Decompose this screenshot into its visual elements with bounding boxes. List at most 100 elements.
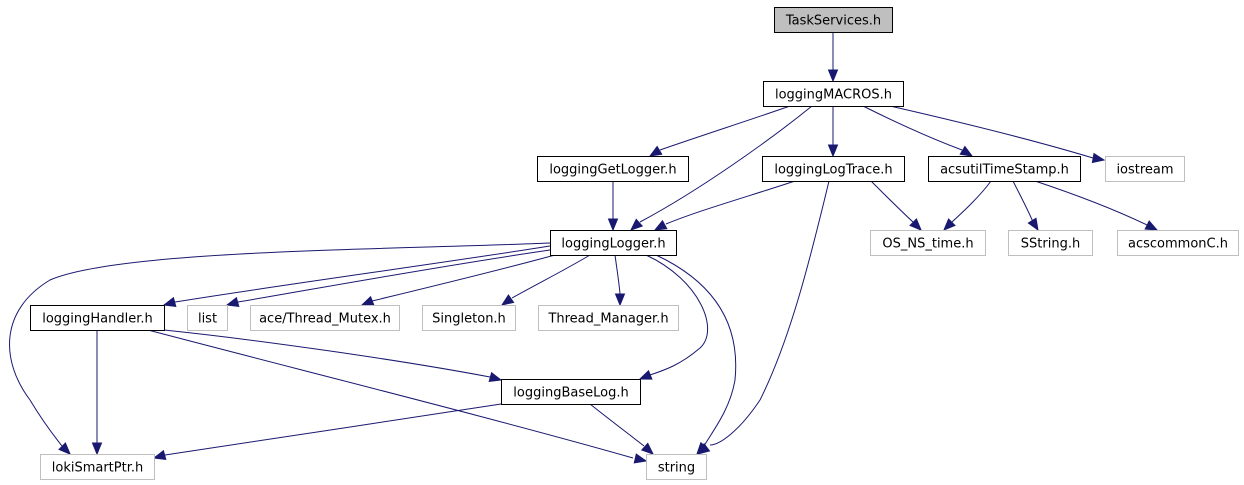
node-Thread_Manager: Thread_Manager.h: [538, 305, 679, 331]
node-label: loggingHandler.h: [42, 312, 153, 327]
edge-loggingLogger-to-loggingHandler: [162, 245, 551, 308]
edge-line: [709, 180, 830, 446]
edge-line: [511, 254, 591, 299]
edge-loggingLogger-to-Thread_Manager: [614, 254, 626, 307]
arrowhead-icon: [827, 144, 839, 158]
edge-line: [147, 329, 634, 459]
node-box: [538, 305, 679, 331]
node-label: acscommonC.h: [1128, 237, 1228, 252]
node-lokiSmartPtr: lokiSmartPtr.h: [40, 454, 155, 480]
edge-line: [889, 105, 1094, 159]
edge-loggingLogTrace-to-string: [696, 180, 830, 455]
edge-line: [237, 249, 551, 303]
node-box: [250, 305, 400, 331]
arrowhead-icon: [614, 293, 626, 307]
edge-TaskServices-to-loggingMACROS: [827, 32, 839, 83]
edge-line: [659, 105, 791, 151]
edge-line: [164, 403, 502, 456]
edge-loggingBaseLog-to-string: [589, 403, 654, 455]
node-string: string: [646, 454, 707, 480]
node-box[interactable]: [763, 81, 904, 107]
node-OS_NS_time: OS_NS_time.h: [870, 230, 986, 256]
node-box[interactable]: [537, 156, 689, 182]
edge-loggingLogger-to-Thread_Mutex: [360, 254, 556, 306]
edge-loggingMACROS-to-loggingLogTrace: [827, 106, 839, 158]
arrowhead-icon: [909, 218, 922, 231]
arrowhead-icon: [152, 449, 167, 461]
node-label: loggingLogger.h: [561, 237, 665, 252]
edge-loggingLogger-to-Singleton: [500, 254, 591, 306]
node-box[interactable]: [501, 379, 641, 405]
node-box: [1008, 230, 1093, 256]
edge-loggingGetLogger-to-loggingLogger: [607, 181, 619, 232]
node-box: [40, 454, 155, 480]
node-loggingMACROS[interactable]: loggingMACROS.h: [763, 81, 904, 107]
edge-loggingLogTrace-to-loggingLogger: [653, 180, 796, 231]
arrowhead-icon: [640, 442, 654, 455]
edge-line: [951, 180, 992, 223]
edge-acsutilTimeStamp-to-SString: [1012, 180, 1039, 232]
node-label: loggingGetLogger.h: [549, 163, 676, 178]
node-box[interactable]: [550, 230, 677, 256]
arrowhead-icon: [648, 145, 663, 157]
node-list: list: [187, 305, 228, 331]
node-box[interactable]: [762, 156, 905, 182]
arrowhead-icon: [630, 218, 644, 231]
edge-line: [645, 254, 709, 376]
edge-line: [639, 105, 813, 223]
edge-line: [9, 242, 551, 447]
arrowhead-icon: [1144, 220, 1159, 231]
node-box: [187, 305, 228, 331]
edge-line: [589, 403, 645, 447]
node-TaskServices[interactable]: TaskServices.h: [774, 7, 893, 33]
edge-line: [174, 245, 551, 303]
edge-loggingMACROS-to-iostream: [889, 105, 1106, 164]
node-label: string: [658, 461, 695, 476]
node-label: Thread_Manager.h: [547, 312, 668, 327]
node-box[interactable]: [774, 7, 893, 33]
node-label: loggingMACROS.h: [775, 88, 892, 103]
edge-loggingLogger-to-string: [655, 254, 737, 455]
node-box[interactable]: [928, 156, 1081, 182]
node-box[interactable]: [30, 305, 165, 331]
node-acsutilTimeStamp[interactable]: acsutilTimeStamp.h: [928, 156, 1081, 182]
node-loggingBaseLog[interactable]: loggingBaseLog.h: [501, 379, 641, 405]
arrowhead-icon: [633, 453, 648, 464]
node-label: acsutilTimeStamp.h: [940, 163, 1069, 178]
node-loggingLogger[interactable]: loggingLogger.h: [550, 230, 677, 256]
edge-line: [163, 329, 491, 378]
arrowhead-icon: [638, 369, 653, 380]
node-loggingLogTrace[interactable]: loggingLogTrace.h: [762, 156, 905, 182]
node-Thread_Mutex: ace/Thread_Mutex.h: [250, 305, 400, 331]
arrowhead-icon: [488, 371, 503, 383]
edge-line: [655, 254, 737, 447]
node-label: loggingLogTrace.h: [774, 163, 892, 178]
edge-loggingHandler-to-string: [147, 329, 648, 464]
arrowhead-icon: [1091, 152, 1106, 164]
node-label: ace/Thread_Mutex.h: [259, 312, 391, 327]
node-box: [870, 230, 986, 256]
arrowhead-icon: [91, 442, 103, 456]
edge-loggingHandler-to-lokiSmartPtr: [91, 330, 103, 456]
node-loggingHandler[interactable]: loggingHandler.h: [30, 305, 165, 331]
node-box: [1105, 156, 1185, 182]
arrowhead-icon: [225, 296, 240, 308]
node-label: lokiSmartPtr.h: [52, 461, 144, 476]
edge-line: [371, 254, 556, 302]
edge-loggingMACROS-to-acsutilTimeStamp: [862, 105, 974, 157]
nodes-layer: TaskServices.h loggingMACROS.h loggingGetL…: [30, 7, 1239, 480]
node-label: iostream: [1116, 163, 1173, 178]
node-loggingGetLogger[interactable]: loggingGetLogger.h: [537, 156, 689, 182]
node-SString: SString.h: [1008, 230, 1093, 256]
edge-loggingMACROS-to-loggingLogger: [630, 105, 813, 231]
node-box: [422, 305, 516, 331]
arrowhead-icon: [653, 219, 668, 231]
arrowhead-icon: [360, 295, 375, 306]
node-box: [646, 454, 707, 480]
node-label: Singleton.h: [432, 312, 506, 327]
node-acscommonC: acscommonC.h: [1117, 230, 1239, 256]
edge-line: [1012, 180, 1034, 223]
node-iostream: iostream: [1105, 156, 1185, 182]
edge-line: [870, 180, 914, 223]
